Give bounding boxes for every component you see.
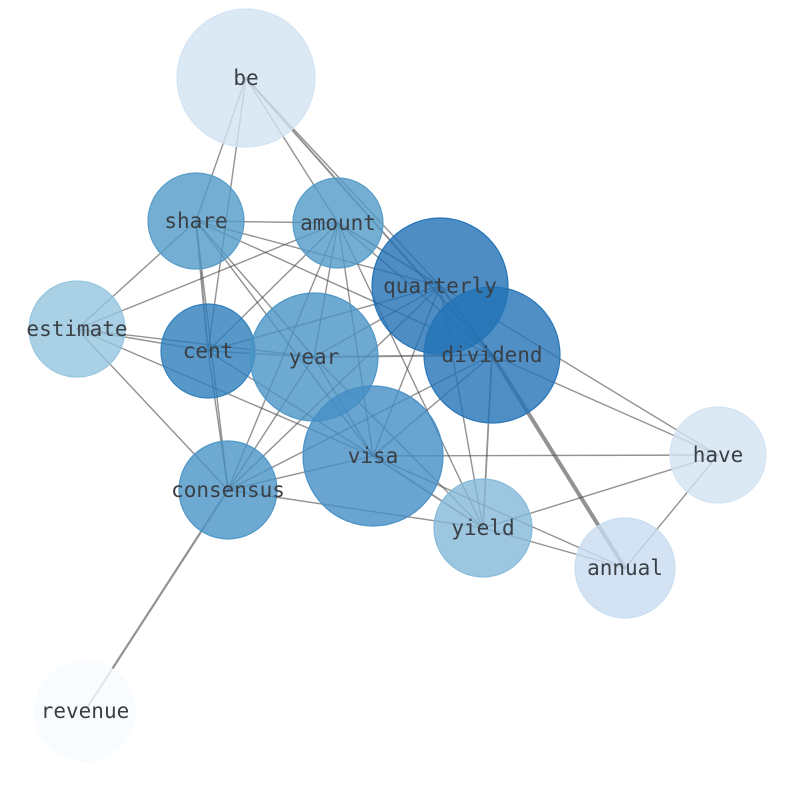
node-yield — [433, 478, 533, 578]
node-label-annual: annual — [587, 556, 663, 580]
nodes-layer — [28, 8, 767, 762]
node-label-amount: amount — [300, 211, 376, 235]
node-label-consensus: consensus — [171, 478, 285, 502]
node-label-share: share — [164, 209, 227, 233]
node-label-estimate: estimate — [26, 317, 127, 341]
node-label-quarterly: quarterly — [383, 274, 497, 298]
node-be — [176, 8, 316, 148]
labels-layer: be share amount quarterly dividend estimate ce… — [26, 66, 743, 723]
node-label-have: have — [693, 443, 744, 467]
edge-amount-yield — [337, 222, 484, 529]
node-consensus — [178, 440, 278, 540]
node-amount — [292, 177, 384, 269]
node-estimate — [28, 280, 126, 378]
node-dividend — [423, 286, 561, 424]
node-have — [669, 406, 767, 504]
node-label-be: be — [233, 66, 258, 90]
node-revenue — [34, 660, 136, 762]
node-label-yield: yield — [451, 516, 514, 540]
node-share — [147, 172, 245, 270]
node-label-dividend: dividend — [441, 343, 542, 367]
node-visa — [302, 385, 444, 527]
node-label-revenue: revenue — [41, 699, 130, 723]
node-label-year: year — [289, 345, 340, 369]
node-label-visa: visa — [348, 444, 399, 468]
node-label-cent: cent — [183, 339, 234, 363]
node-annual — [574, 517, 676, 619]
